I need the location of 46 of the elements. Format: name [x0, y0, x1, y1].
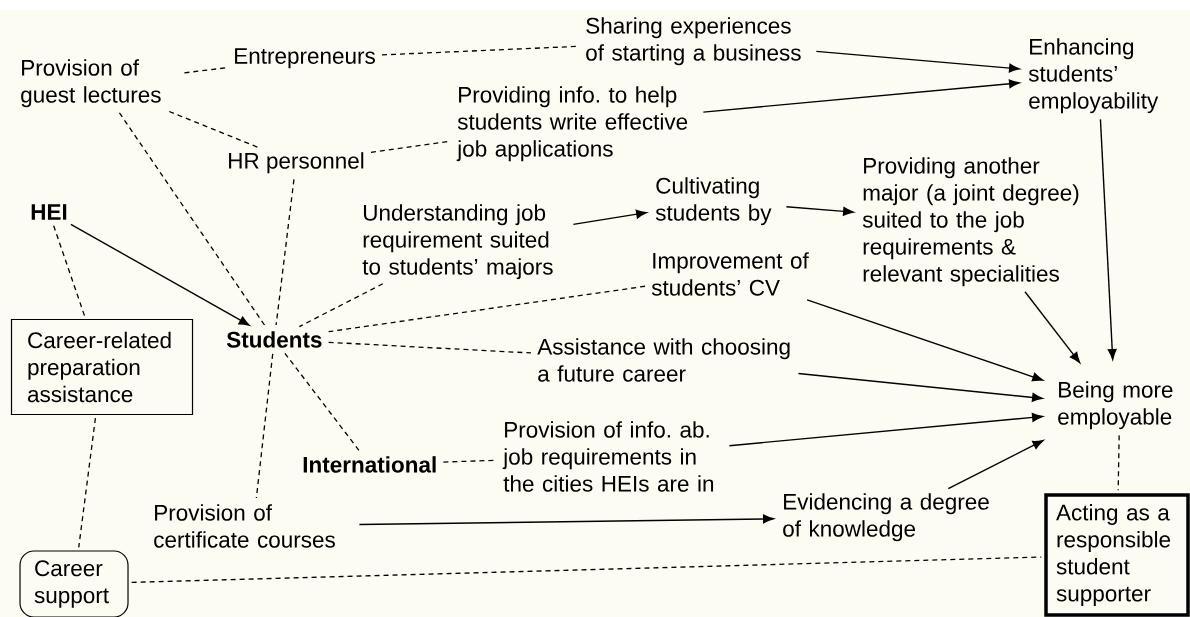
connector-line — [255, 353, 274, 499]
arrow — [358, 514, 774, 526]
connector-line — [183, 67, 228, 74]
arrow — [702, 79, 1020, 113]
node-text: Sharing experiences of starting a business — [586, 17, 801, 66]
bold-label: International — [303, 456, 436, 473]
arrow — [947, 439, 1044, 490]
node-text: Enhancing students’ employability — [1028, 38, 1159, 114]
node-text: HR personnel — [229, 152, 364, 174]
rounded-box: Career support — [19, 550, 129, 617]
node-text: Provision of certificate courses — [154, 504, 335, 548]
arrow — [728, 412, 1043, 447]
node-text: Cultivating students by — [655, 177, 772, 226]
connector-line — [328, 341, 532, 354]
node-text: Entrepreneurs — [235, 48, 375, 69]
arrow — [815, 50, 1020, 73]
bold-label: Students — [226, 331, 322, 348]
node-text: Assistance with choosing a future career — [537, 338, 790, 382]
node-text: Understanding job requirement suited to students’ majors — [362, 204, 553, 280]
connector-line — [298, 283, 384, 328]
connector-line — [78, 417, 97, 549]
arrow — [797, 372, 1043, 402]
connector-line — [328, 285, 646, 333]
node-text: Provision of info. ab. job requirements in the cities HEIs are in — [502, 421, 714, 492]
connector-line — [130, 556, 1042, 584]
node-text: Providing another major (a joint degree) suited to the job requirements & relevant specialities — [862, 157, 1079, 287]
node-text: Evidencing a degree of knowledge — [783, 493, 989, 542]
arrow — [1024, 291, 1081, 364]
arrow — [1099, 118, 1117, 360]
node-text: Being more employable — [1058, 381, 1173, 430]
node-text: Provision of guest lectures — [21, 59, 161, 108]
connector-line — [284, 352, 360, 452]
arrow — [70, 223, 250, 326]
text-box: Career-related preparation assistance — [10, 318, 194, 416]
arrow — [785, 206, 854, 216]
bold-label: HEI — [31, 204, 67, 220]
connector-line — [53, 225, 86, 317]
arrow — [806, 299, 1044, 382]
arrow — [572, 209, 647, 226]
connector-line — [1117, 434, 1120, 491]
connector-line — [275, 178, 295, 326]
connector-line — [168, 110, 260, 149]
connector-line — [118, 112, 266, 327]
text-box: Acting as a responsible student supporter — [1044, 493, 1190, 617]
node-text: Providing info. to help students write effective job applications — [456, 86, 688, 162]
node-text: Improvement of students’ CV — [651, 252, 809, 296]
